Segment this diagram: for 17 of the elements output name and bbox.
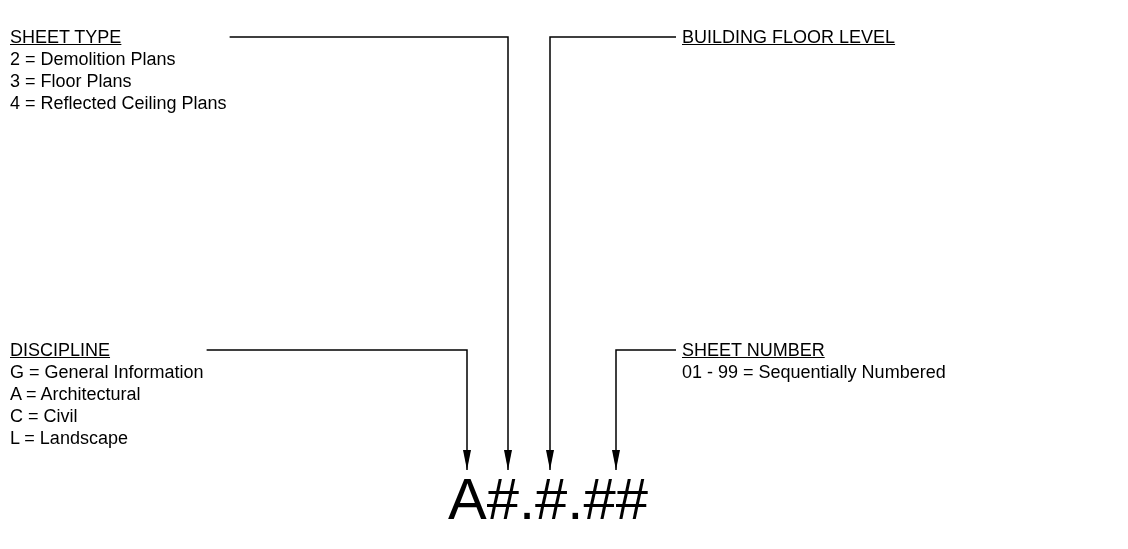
leader-line <box>612 349 677 471</box>
code-definition: C = Civil <box>10 405 78 427</box>
category-heading: SHEET NUMBER <box>682 339 825 361</box>
code-definition: 4 = Reflected Ceiling Plans <box>10 92 227 114</box>
leader-line <box>546 36 677 471</box>
leader-line <box>228 36 512 471</box>
code-definition: 01 - 99 = Sequentially Numbered <box>682 361 946 383</box>
sheet-code: A#.#.## <box>448 470 648 528</box>
category-heading: DISCIPLINE <box>10 339 111 361</box>
code-definition: G = General Information <box>10 361 204 383</box>
category-heading: SHEET TYPE <box>10 26 122 48</box>
category-heading: BUILDING FLOOR LEVEL <box>682 26 896 48</box>
leader-line <box>205 349 471 471</box>
code-definition: 2 = Demolition Plans <box>10 48 176 70</box>
code-definition: L = Landscape <box>10 427 128 449</box>
code-definition: 3 = Floor Plans <box>10 70 132 92</box>
code-definition: A = Architectural <box>10 383 141 405</box>
